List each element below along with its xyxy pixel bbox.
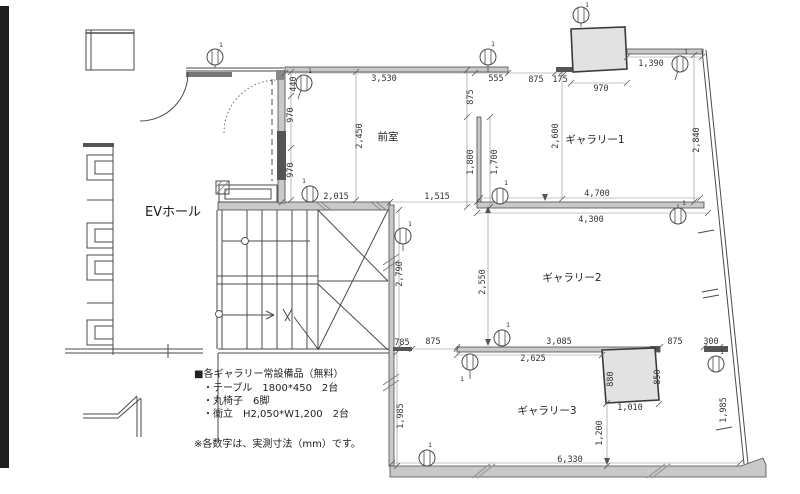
dim-label: 1,200 [595, 420, 605, 446]
fixture-number: 1 [684, 48, 688, 56]
dim-label: 2,450 [355, 123, 365, 149]
dim-label: 555 [488, 74, 503, 84]
door-swing-arc [139, 71, 189, 122]
fixture-number: 1 [504, 179, 508, 187]
dim-label: 1,515 [424, 192, 450, 202]
dim-label: 2,015 [323, 192, 349, 202]
fixture-marker: 1 [295, 67, 313, 100]
fixture-number: 1 [408, 220, 412, 228]
dim-label: 4,700 [584, 189, 610, 199]
fixture-marker: 1 [671, 48, 689, 81]
dim-label: 1,985 [396, 403, 406, 429]
stairwell [215, 180, 391, 354]
dim-label: 875 [466, 89, 476, 104]
dim-label: 785 [394, 338, 409, 348]
dim-label: 1,390 [638, 59, 664, 69]
dim-label: 2,625 [520, 354, 546, 364]
dim-label: 1,985 [719, 397, 729, 423]
fixture-marker: 1 [301, 177, 319, 203]
labels: EVホール 前室 ギャラリー1 ギャラリー2 ギャラリー3 3,530 555 … [145, 59, 729, 465]
dim-label: 970 [286, 162, 296, 177]
dim-label: 2,600 [551, 123, 561, 149]
fixture-number: 1 [720, 348, 724, 356]
dim-label: 875 [425, 337, 440, 347]
fixture-number: 1 [682, 199, 686, 207]
fixture-number: 1 [506, 321, 510, 329]
door-leaf [186, 72, 232, 77]
fixture-marker: 1 [572, 1, 590, 27]
fixture-marker: 1 [707, 348, 725, 373]
dim-label: 970 [593, 84, 608, 94]
dim-label: 175 [552, 75, 567, 85]
page-edge-strip [0, 6, 9, 468]
dim-label: 880 [606, 371, 616, 386]
equipment-note: ■各ギャラリー常設備品（無料） ・テーブル 1800*450 2台 ・丸椅子 6… [194, 367, 361, 450]
note-title: ■各ギャラリー常設備品（無料） [194, 367, 343, 380]
dim-label: 4,300 [578, 215, 604, 225]
dim-label: 3,530 [371, 74, 397, 84]
dim-label: 970 [286, 107, 296, 122]
note-item: ・テーブル 1800*450 2台 [203, 381, 338, 394]
dim-label: 875 [528, 75, 543, 85]
dim-label: 6,330 [557, 455, 583, 465]
room-label-anteroom: 前室 [378, 130, 399, 143]
ev-hall-structure [65, 29, 219, 440]
note-item: ・丸椅子 6脚 [203, 394, 269, 407]
fixture-marker: 1 [669, 199, 687, 225]
newel-post-circle [215, 310, 223, 318]
fixture-number: 1 [308, 67, 312, 75]
fixture-number: 1 [460, 375, 464, 383]
dimension-lines [278, 51, 744, 470]
dim-label: 2,550 [478, 269, 488, 295]
gallery-walls [382, 26, 767, 479]
dim-label: 440 [289, 76, 299, 91]
fixture-marker: 1 [491, 179, 509, 205]
pillar-gallery3 [601, 347, 660, 404]
newel-post-circle [241, 237, 249, 245]
anteroom-walls [139, 66, 705, 209]
fixture-marker: 1 [479, 40, 497, 72]
room-label-gallery1: ギャラリー1 [565, 134, 624, 146]
room-label-gallery2: ギャラリー2 [542, 272, 601, 284]
dim-label: 3,085 [546, 337, 572, 347]
door-swing-arc-dotted [223, 79, 278, 134]
dim-label: 850 [653, 369, 663, 384]
fixture-markers: 1 1 1 1 1 1 1 1 [206, 1, 725, 467]
fixture-marker: 1 [394, 220, 412, 251]
fixture-number: 1 [491, 40, 495, 48]
fixture-number: 1 [302, 177, 306, 185]
dim-label: 300 [703, 337, 718, 347]
dim-label: 2,790 [395, 261, 405, 287]
fixture-marker: 1 [206, 41, 224, 68]
note-item: ・衝立 H2,050*W1,200 2台 [203, 407, 349, 420]
fixture-marker: 1 [418, 441, 436, 467]
fixture-number: 1 [219, 41, 223, 49]
room-label-ev-hall: EVホール [145, 205, 201, 220]
fixture-marker: 1 [493, 321, 511, 347]
note-footer: ※各数字は、実測寸法（mm）です。 [194, 437, 361, 450]
room-label-gallery3: ギャラリー3 [517, 405, 576, 417]
dim-label: 1,800 [466, 149, 476, 175]
dim-label: 1,010 [617, 403, 643, 413]
dim-label: 2,840 [692, 127, 702, 153]
fixture-number: 1 [585, 1, 589, 9]
pillar-top-right [570, 26, 628, 73]
dim-label: 875 [667, 337, 682, 347]
fixture-number: 1 [428, 441, 432, 449]
fixture-marker: 1 [460, 353, 479, 383]
dim-label: 1,700 [490, 149, 500, 175]
